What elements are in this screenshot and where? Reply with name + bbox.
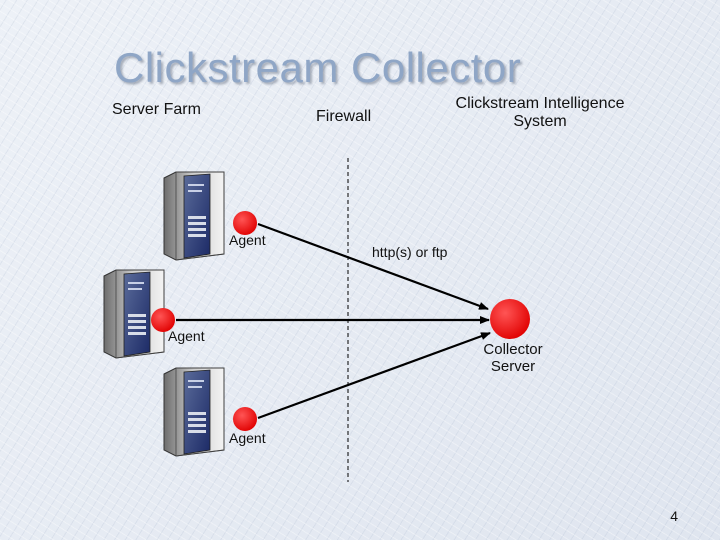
agent-node-3	[233, 407, 257, 431]
agent-node-2	[151, 308, 175, 332]
clickstream-system-label-line2: System	[513, 113, 567, 130]
slide-title: Clickstream Collector	[114, 44, 522, 91]
collector-server-node	[490, 299, 530, 339]
clickstream-system-label: Clickstream Intelligence System	[440, 95, 640, 131]
server-farm-label: Server Farm	[112, 101, 201, 118]
clickstream-system-label-line1: Clickstream Intelligence	[455, 95, 625, 112]
agent-label-1: Agent	[229, 232, 266, 248]
server-tower-3	[163, 367, 225, 457]
agent-node-1	[233, 211, 257, 235]
collector-server-label: Collector Server	[463, 341, 563, 375]
collector-server-label-line2: Server	[490, 358, 536, 375]
page-number: 4	[670, 508, 678, 524]
agent-label-3: Agent	[229, 430, 266, 446]
server-tower-1	[163, 171, 225, 261]
protocol-label: http(s) or ftp	[372, 244, 448, 260]
arrow-agent-3	[257, 331, 491, 420]
firewall-label: Firewall	[316, 108, 372, 125]
arrow-agent-1	[257, 222, 489, 311]
agent-label-2: Agent	[168, 328, 205, 344]
collector-server-label-line1: Collector	[483, 341, 543, 358]
